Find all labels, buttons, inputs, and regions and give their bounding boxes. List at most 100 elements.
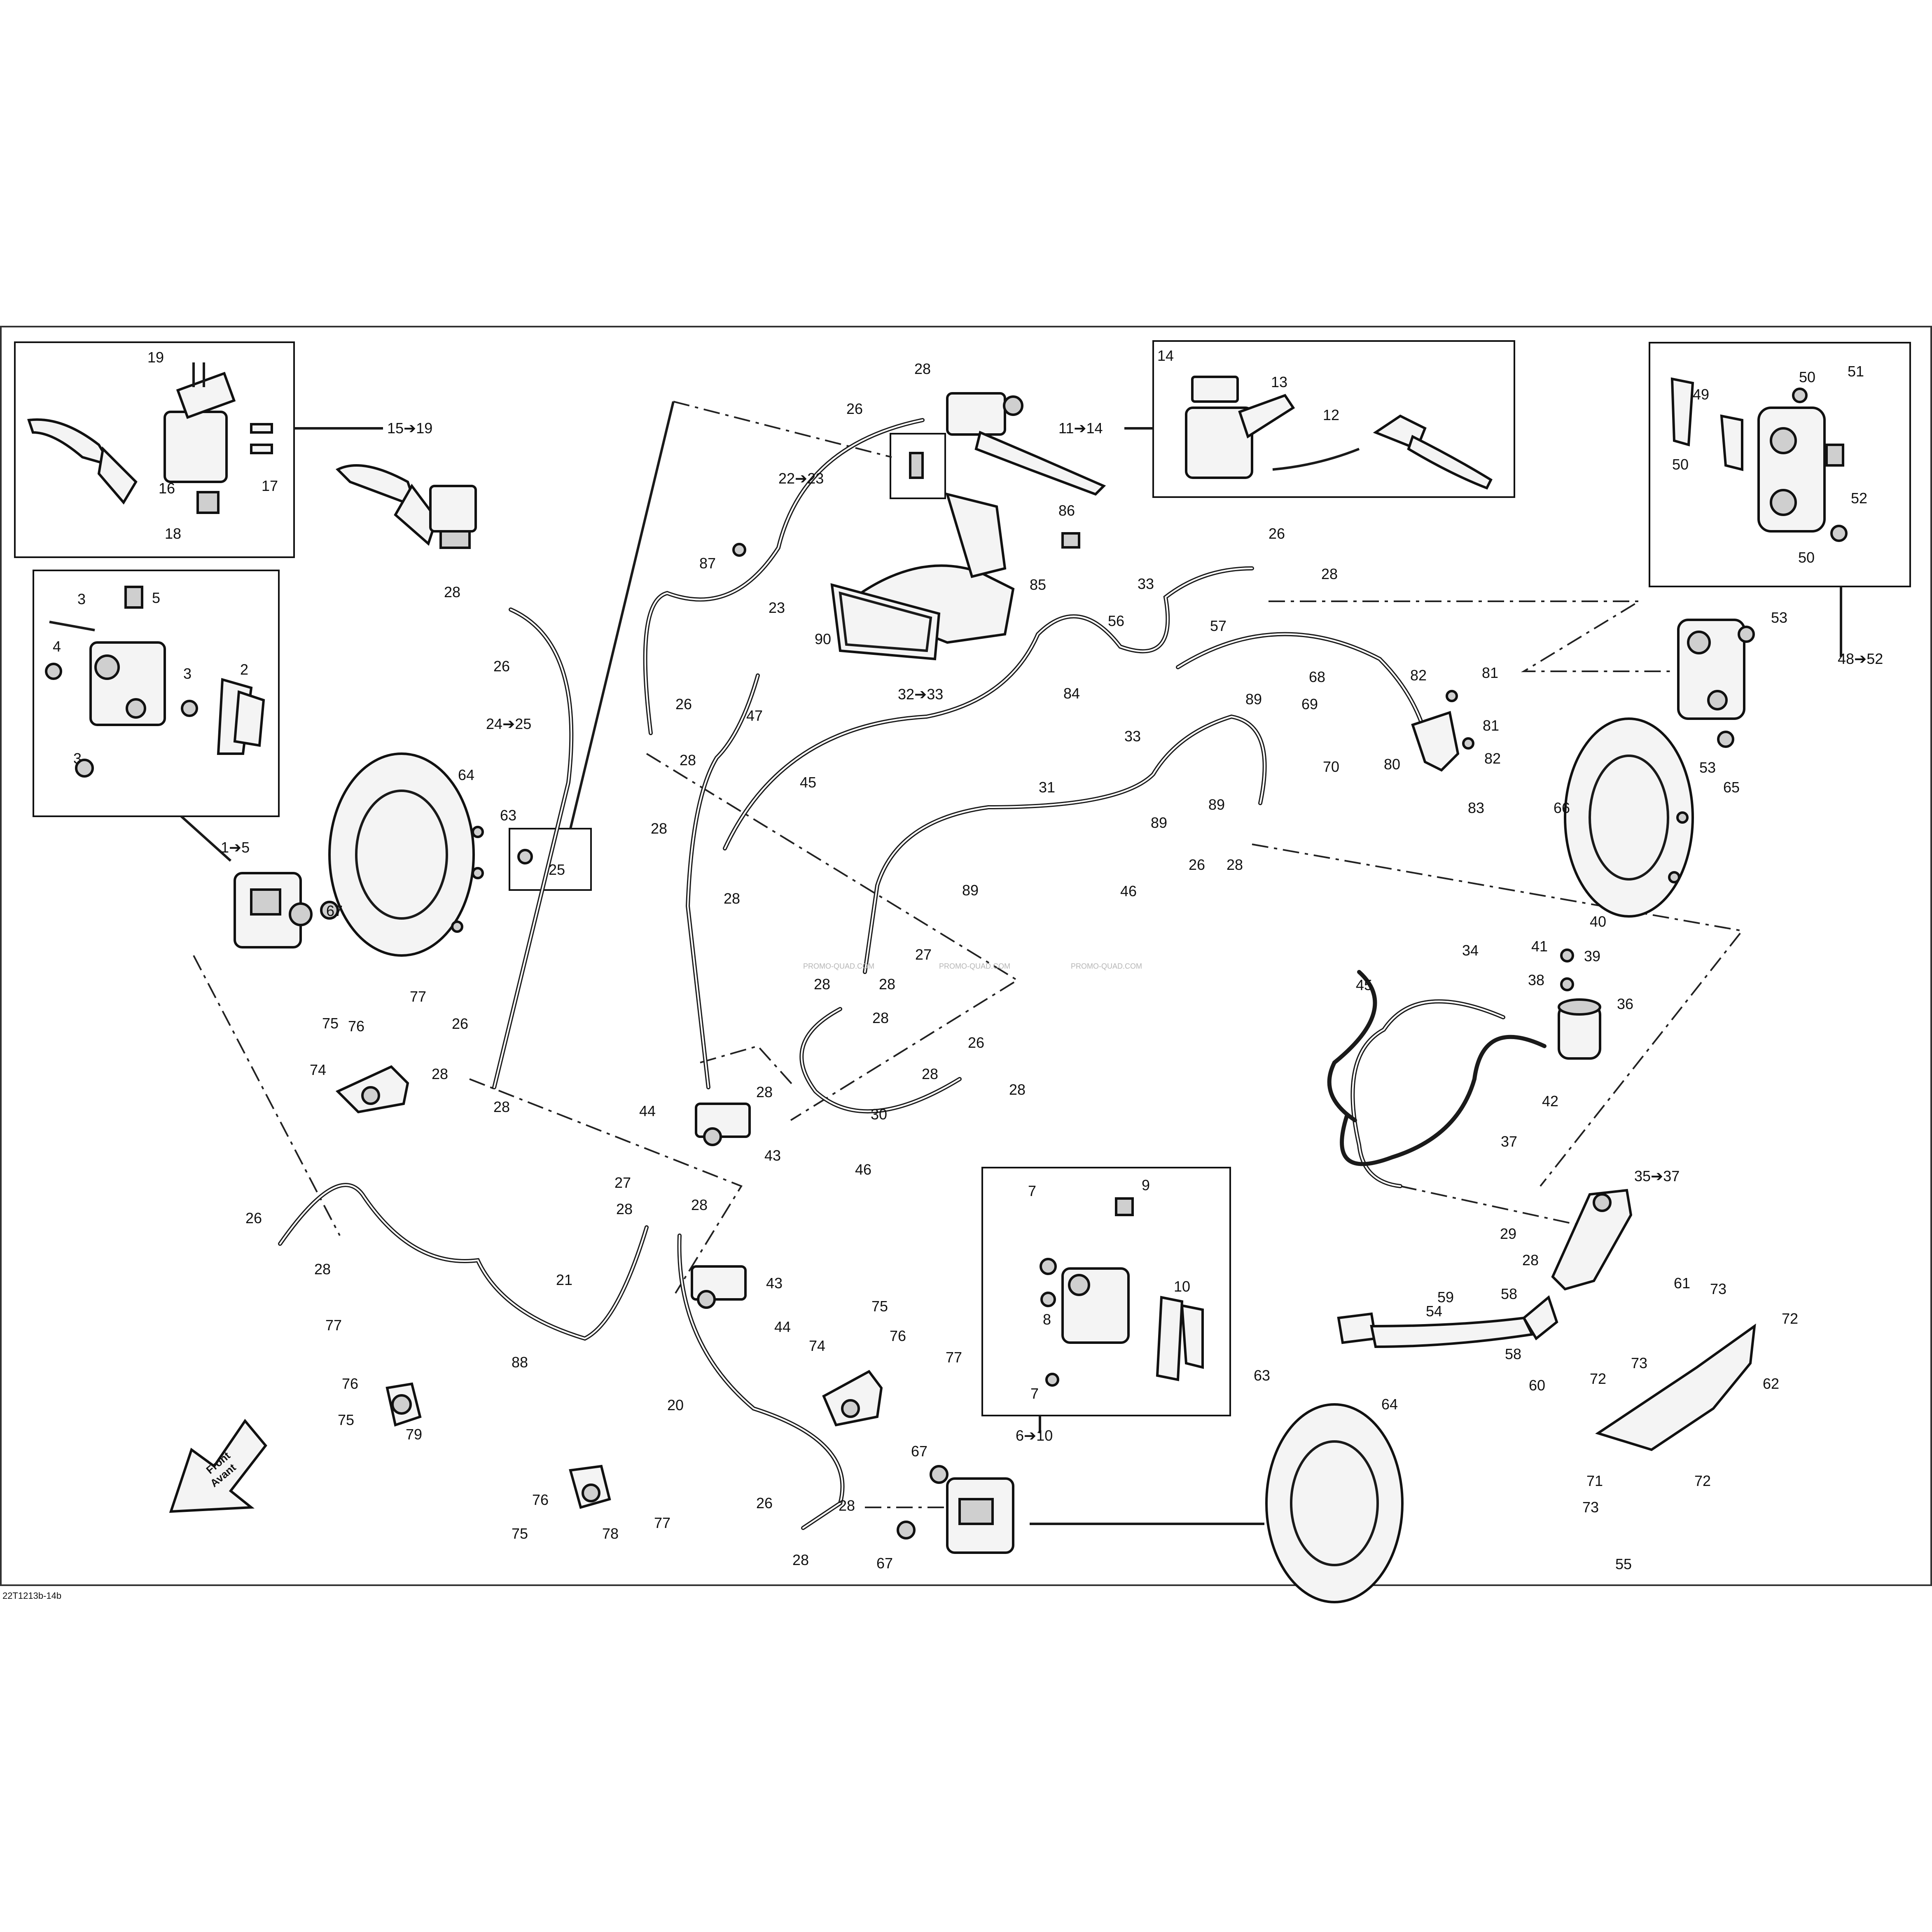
callout: 2 [240,661,248,678]
callout: 26 [493,658,510,675]
callout: 73 [1631,1355,1647,1371]
callout: 28 [314,1261,331,1278]
callout: 4 [53,638,61,655]
callout: 58 [1505,1346,1521,1362]
callout: 89 [1245,691,1262,708]
assembly-line [673,401,892,458]
hose-34 [1350,999,1505,1188]
right-master-cylinder-11-14 [946,392,1106,496]
brake-pedal-54 [1337,1295,1558,1348]
callout: 14 [1157,347,1174,364]
hose-24-25 [492,607,574,1089]
callout: 23 [769,599,785,616]
callout: 53 [1699,759,1716,776]
callout: 63 [500,807,516,824]
callout: 20 [667,1397,684,1413]
callout: 75 [871,1298,888,1315]
callout: 21 [556,1271,572,1288]
assembly-line [1400,1185,1590,1228]
pedal-bracket-71 [1595,1323,1756,1451]
left-brake-disc-64 [328,752,484,957]
hose-group [278,418,1547,1530]
callout: 31 [1039,779,1055,796]
callout: 28 [814,976,830,993]
callout: 17 [262,477,278,494]
inset-box-rear-caliper [1649,342,1911,587]
callout: 43 [764,1147,781,1164]
callout: 67 [876,1555,893,1572]
callout: 89 [1151,814,1167,831]
watermark: PROMO-QUAD.COM [939,962,1010,970]
callout: 28 [879,976,895,993]
clip-23 [909,452,924,479]
hose-31 [863,714,1267,974]
callout: 10 [1174,1278,1190,1295]
callout: 76 [532,1491,549,1508]
distribution-block-43-lower [691,1265,747,1309]
callout: 3 [77,591,86,607]
inset-caliper-detail [45,586,265,778]
watermark: PROMO-QUAD.COM [1071,962,1142,970]
callout: 53 [1771,609,1787,626]
callout: 19 [147,349,164,366]
callout: 26 [245,1210,262,1226]
connector-box-25 [569,401,675,829]
callout: 46 [855,1161,871,1178]
callout: 28 [616,1201,633,1217]
callout: 50 [1799,369,1815,385]
reservoir-36 [1558,948,1601,1060]
inset-right-master-cylinder-detail [1185,376,1493,490]
connector-1-5 [180,815,232,862]
callout: 33 [1138,575,1154,592]
callout: 55 [1615,1556,1632,1572]
callout: 88 [512,1354,528,1371]
callout: 58 [1501,1285,1517,1302]
callout: 62 [1763,1375,1779,1392]
inset-box-right-caliper [981,1167,1231,1416]
sensor-bracket-74-centre [822,1370,883,1427]
inset-right-caliper-detail [1040,1197,1204,1387]
callout: 64 [458,766,474,783]
callout: 50 [1672,456,1689,473]
callout: 26 [756,1495,773,1511]
callout: 38 [1528,972,1544,988]
callout: 79 [406,1426,422,1443]
callout: 66 [1554,799,1570,816]
callout: 29 [1500,1225,1516,1242]
assembly-line [193,955,341,1236]
callout: 75 [338,1411,354,1428]
callout: 86 [1058,502,1075,519]
clip-86 [1061,532,1080,549]
callout: 61 [1674,1275,1690,1292]
callout: 15➔19 [387,420,432,437]
callout: 12 [1323,406,1339,423]
callout: 30 [871,1106,887,1123]
callout: 60 [1529,1377,1545,1394]
callout: 37 [1501,1133,1517,1150]
assembly-line [1269,600,1672,672]
callout: 39 [1584,948,1600,965]
callout: 41 [1531,938,1548,955]
callout: 28 [444,584,460,600]
callout: 77 [654,1514,670,1531]
callout: 67 [911,1443,927,1460]
callout: 28 [914,360,931,377]
callout: 3 [183,665,192,682]
callout: 28 [691,1196,708,1213]
hose-37 [1340,1035,1547,1166]
callout: 70 [1323,758,1339,775]
callout: 87 [699,555,716,572]
callout: 8 [1043,1311,1051,1328]
callout: 28 [432,1065,448,1082]
left-caliper-1-5 [234,872,339,948]
callout: 26 [846,400,863,417]
callout-labels: 15➔19 19 16 17 18 1➔5 3 5 4 3 2 3 64 63 … [53,347,1883,1572]
callout: 90 [815,631,831,647]
callout: 3 [73,750,82,767]
callout: 26 [1189,856,1205,873]
callout: 72 [1694,1472,1711,1489]
callout: 84 [1063,685,1080,702]
hose-37b [1327,970,1377,1122]
callout: 80 [1384,756,1400,773]
hose-22-23 [643,418,925,735]
